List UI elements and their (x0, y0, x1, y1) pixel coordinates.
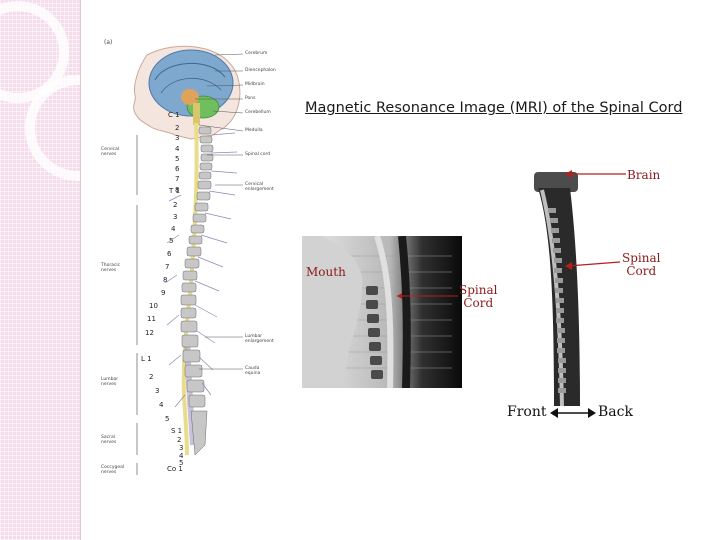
vertebra-number: 10 (149, 302, 158, 310)
band-divider (80, 0, 81, 540)
vertebra-number: Co 1 (167, 465, 183, 473)
direction-front: Front (507, 404, 546, 420)
spine-illustration (95, 35, 290, 485)
label-diencephalon: Diencephalon (245, 68, 276, 73)
label-coccygeal-nerves: Coccygeal nerves (101, 465, 131, 475)
vertebra-number: 3 (179, 444, 183, 452)
mri-image-full-spine (520, 168, 590, 406)
direction-back: Back (598, 404, 633, 420)
anatomy-figure: (a) (95, 35, 290, 485)
label-cervical-nerves: Cervical nerves (101, 147, 131, 157)
vertebra-number: 4 (159, 401, 163, 409)
vertebra-number: 8 (163, 276, 167, 284)
mri-spine-brain-label: Brain (627, 169, 660, 182)
vertebra-number: 6 (167, 250, 171, 258)
label-pons: Pons (245, 96, 256, 101)
decorative-side-band (0, 0, 80, 540)
slide-title: Magnetic Resonance Image (MRI) of the Sp… (305, 100, 682, 116)
vertebra-number: 2 (175, 124, 179, 132)
mri-image-neck (302, 236, 462, 388)
vertebra-number: 6 (175, 165, 179, 173)
mri-neck-mouth-label: Mouth (306, 266, 346, 279)
mri-full-spine-graphic (520, 168, 590, 406)
vertebra-number: 3 (155, 387, 159, 395)
vertebra-number: 2 (177, 436, 181, 444)
vertebra-number: 7 (175, 175, 179, 183)
label-cauda-equina: Cauda equina (245, 366, 273, 376)
label-medulla: Medulla (245, 128, 263, 133)
vertebra-number: 4 (175, 145, 179, 153)
label-thoracic-nerves: Thoracic nerves (101, 263, 131, 273)
vertebra-number: 2 (173, 201, 177, 209)
vertebra-number: S 1 (171, 427, 182, 435)
vertebra-number: T 1 (169, 187, 180, 195)
vertebra-number: C 1 (168, 111, 180, 119)
vertebra-number: L 1 (141, 355, 152, 363)
vertebra-number: 9 (161, 289, 165, 297)
label-lumbar-nerves: Lumbar nerves (101, 377, 131, 387)
vertebra-number: 4 (171, 225, 175, 233)
mri-spine-spinal-cord-label: Spinal Cord (622, 252, 660, 278)
vertebra-number: 2 (149, 373, 153, 381)
label-lumbar-enlargement: Lumbar enlargement (245, 334, 277, 344)
vertebra-number: 7 (165, 263, 169, 271)
vertebra-number: 11 (147, 315, 156, 323)
mri-neck-graphic (302, 236, 462, 388)
vertebra-number: 5 (175, 155, 179, 163)
label-sacral-nerves: Sacral nerves (101, 435, 131, 445)
label-cervical-enlargement: Cervical enlargement (245, 182, 277, 192)
vertebra-number: 3 (175, 134, 179, 142)
label-spinal-cord: Spinal cord (245, 152, 270, 157)
mri-neck-spinal-cord-label: Spinal Cord (459, 284, 497, 310)
decorative-circles (0, 0, 80, 540)
vertebra-number: 3 (173, 213, 177, 221)
vertebra-number: 5 (165, 415, 169, 423)
vertebra-number: 12 (145, 329, 154, 337)
label-cerebellum: Cerebellum (245, 110, 271, 115)
label-midbrain: Midbrain (245, 82, 265, 87)
label-cerebrum: Cerebrum (245, 51, 267, 56)
vertebra-number: 5 (169, 237, 173, 245)
